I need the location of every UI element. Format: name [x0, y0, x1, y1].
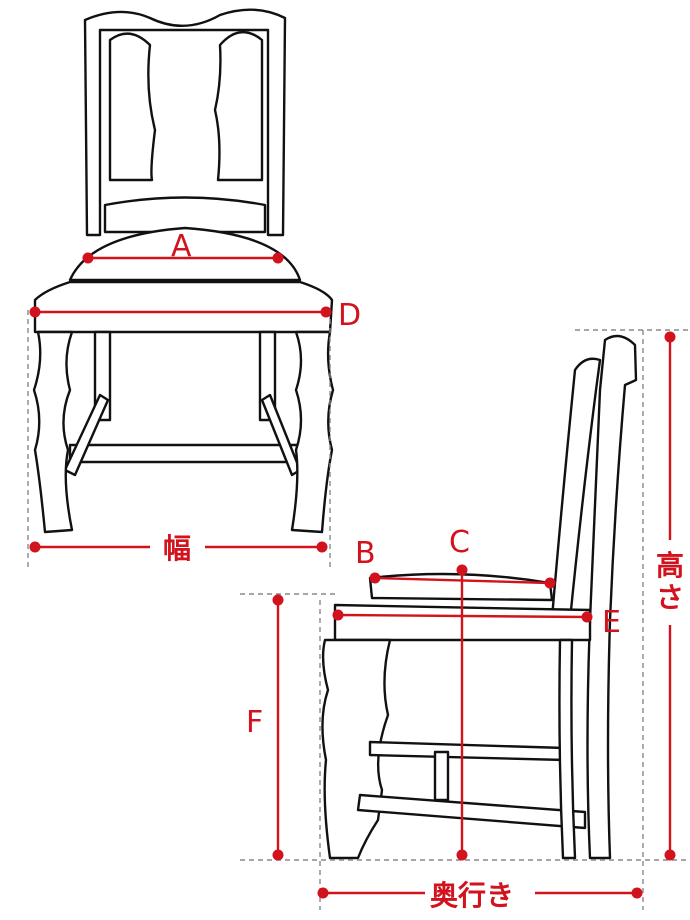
front-view-chair: [32, 8, 335, 534]
dimension-height: 高さ: [656, 331, 684, 861]
label-a: A: [171, 229, 192, 264]
label-c: C: [449, 525, 470, 560]
dimension-c: C: [449, 525, 470, 861]
label-depth: 奥行き: [430, 879, 514, 912]
dimension-a: A: [82, 229, 284, 264]
label-d: D: [338, 298, 361, 333]
dimension-depth: 奥行き: [317, 879, 643, 912]
label-height: 高さ: [656, 549, 684, 614]
dimension-f: F: [246, 594, 284, 861]
label-height-char: さ: [656, 581, 684, 614]
guide-lines: [27, 310, 690, 910]
dimension-width: 幅: [29, 532, 328, 565]
dimension-e: E: [332, 605, 621, 640]
side-view-chair: [321, 334, 638, 860]
label-e: E: [602, 605, 621, 640]
label-b: B: [355, 536, 376, 571]
label-height-char: 高: [656, 549, 684, 582]
dimension-d: D: [29, 298, 361, 333]
label-f: F: [246, 705, 263, 740]
label-width: 幅: [163, 532, 191, 565]
